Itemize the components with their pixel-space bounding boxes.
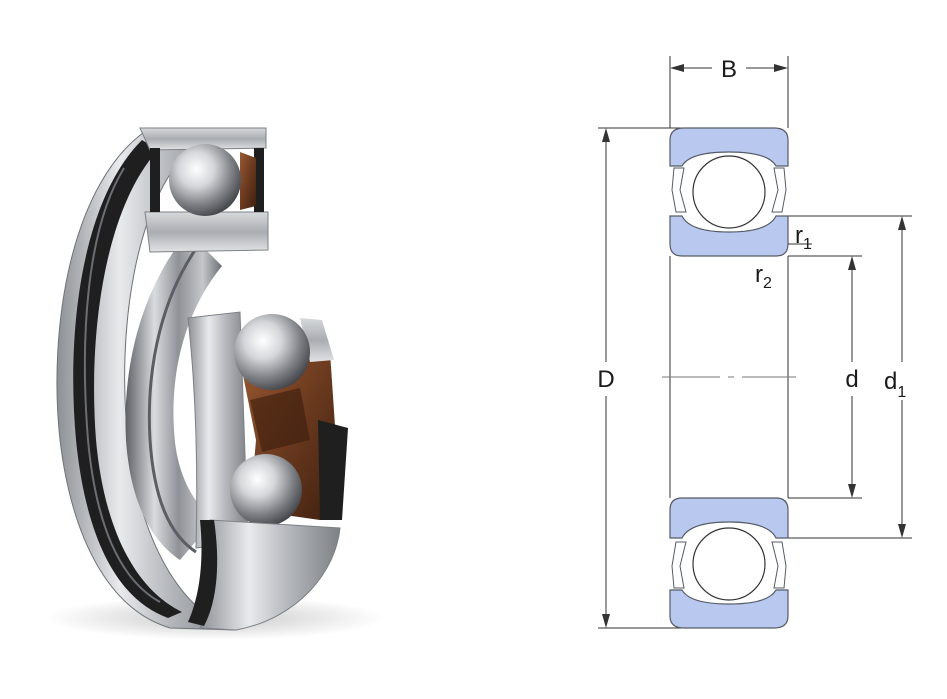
cage-top — [240, 152, 256, 210]
arrow-b-left — [670, 64, 684, 72]
label-r2-sub: 2 — [763, 275, 772, 292]
seal-top-right — [254, 148, 264, 212]
ball-section-bottom — [692, 527, 766, 601]
label-d1-sub: 1 — [897, 384, 906, 401]
inner-ring-top-section — [144, 211, 269, 253]
seal-mid — [318, 420, 348, 520]
arrow-d1-bottom — [898, 524, 906, 538]
label-r1-sub: 1 — [803, 236, 812, 253]
arrow-small-d-top — [848, 256, 856, 270]
seal-section-top-left — [671, 167, 687, 213]
seal-section-bottom-right — [771, 541, 787, 589]
seal-outer — [73, 140, 182, 618]
label-d1: d1 — [884, 368, 906, 401]
label-r1: r1 — [795, 222, 812, 253]
label-r2: r2 — [755, 261, 772, 292]
seal-section-bottom-left — [671, 541, 687, 589]
outer-ring-top-section — [139, 127, 267, 151]
ball-low — [230, 454, 302, 526]
outer-ring-section-top — [669, 127, 789, 167]
arrow-big-d-top — [602, 128, 610, 142]
bearing-cutaway-illustration — [45, 127, 385, 640]
cage-pocket-shadow — [250, 388, 310, 452]
arrow-d1-top — [898, 216, 906, 230]
arrow-b-right — [774, 64, 788, 72]
ring-section-top — [669, 127, 789, 257]
label-b: B — [721, 56, 737, 83]
inner-ring-section-bottom — [669, 497, 789, 539]
ball-top — [169, 144, 241, 216]
ring-section-bottom — [669, 497, 789, 629]
label-r2-main: r — [755, 261, 763, 288]
seal-groove — [83, 167, 161, 603]
seal-section-top-right — [771, 167, 787, 213]
inner-ring-edge — [147, 229, 212, 554]
bearing-technical-drawing — [598, 56, 912, 629]
inner-ring-section-top — [669, 215, 789, 257]
label-small-d: d — [845, 366, 858, 393]
label-big-d: D — [597, 366, 614, 393]
seal-bottom — [188, 520, 218, 626]
label-d1-main: d — [884, 368, 897, 395]
outer-ring-section-bottom — [669, 589, 789, 629]
ball-section-top — [692, 155, 766, 229]
seal-top-left — [150, 148, 160, 212]
arrow-small-d-bottom — [848, 484, 856, 498]
arrow-big-d-bottom — [602, 614, 610, 628]
inner-bore — [125, 232, 222, 560]
label-r1-main: r — [795, 222, 803, 249]
ball-mid — [234, 314, 310, 390]
